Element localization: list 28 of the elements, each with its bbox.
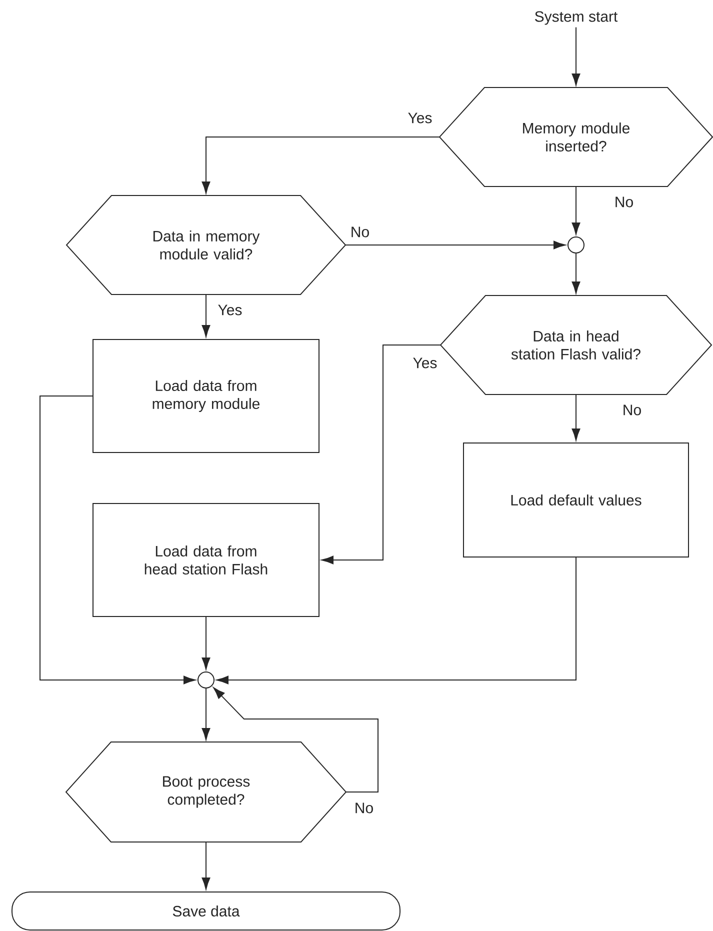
arrow xyxy=(213,687,378,792)
junction-circle xyxy=(568,236,584,254)
arrow xyxy=(202,616,210,670)
arrow xyxy=(572,186,580,235)
arrow xyxy=(40,396,196,684)
edge-label: No xyxy=(621,404,643,416)
arrow xyxy=(572,26,580,86)
arrow xyxy=(345,240,566,250)
arrow xyxy=(202,136,440,194)
start-label: System start xyxy=(535,11,618,25)
arrow xyxy=(202,294,210,338)
process-box: Load data from memory module xyxy=(92,339,320,453)
arrow xyxy=(572,394,580,441)
arrow xyxy=(572,253,580,294)
arrow xyxy=(202,842,210,890)
arrow xyxy=(321,344,441,564)
process-box: Load data from head station Flash xyxy=(92,503,320,617)
junction-circle xyxy=(198,672,214,688)
process-box: Load default values xyxy=(463,442,689,558)
edge-label: No xyxy=(613,196,635,208)
arrow xyxy=(216,557,576,684)
edge-label: Yes xyxy=(216,304,244,316)
edge-label: Yes xyxy=(412,356,438,370)
terminal-box: Save data xyxy=(12,892,400,930)
edge-label: No xyxy=(353,802,375,814)
arrow xyxy=(202,688,210,740)
edge-label: Yes xyxy=(406,112,434,124)
edge-label: No xyxy=(349,226,371,238)
